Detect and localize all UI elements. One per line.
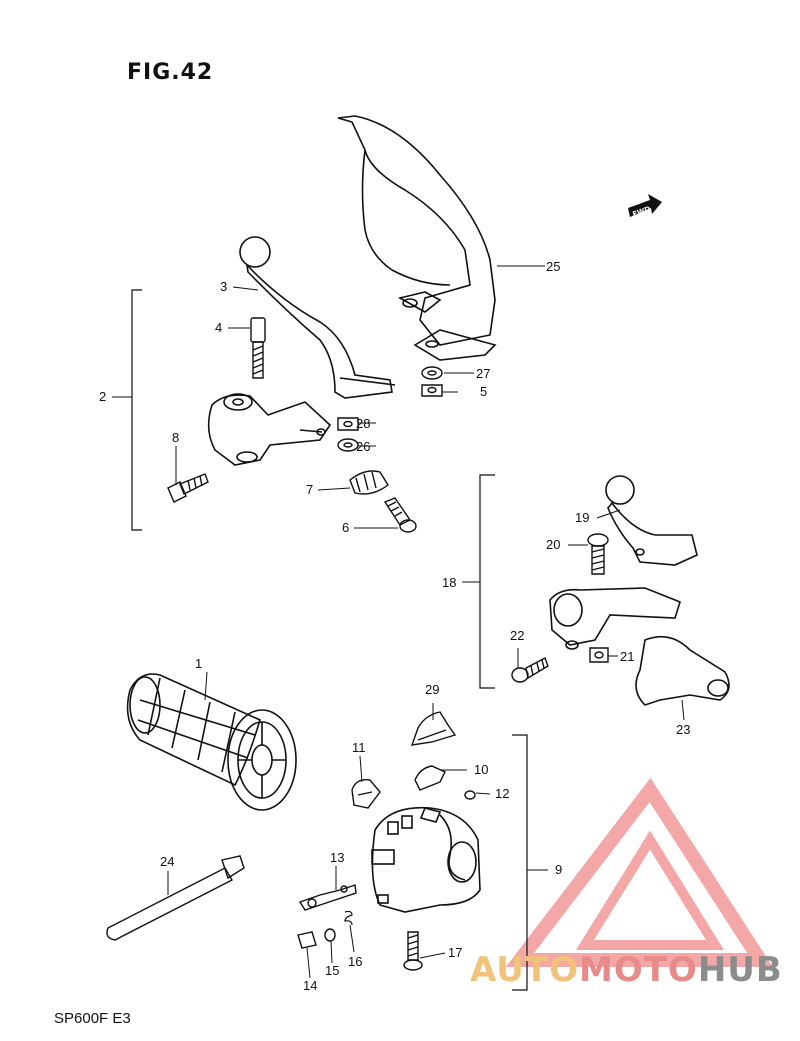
nut-washer-parts	[337, 366, 443, 452]
model-code: SP600F E3	[54, 1010, 131, 1027]
callout-23: 23	[676, 722, 690, 737]
callout-labels: 1 2 3 4 5 6 7 8 9 10 11 12 13 14 15 16 1…	[99, 259, 690, 993]
bracket-9	[512, 734, 528, 991]
callout-16: 16	[348, 954, 362, 969]
leader-lines	[112, 265, 685, 979]
brake-holder-part	[549, 587, 681, 650]
callout-15: 15	[325, 963, 339, 978]
nut-21-part	[589, 647, 609, 663]
callout-7: 7	[306, 482, 313, 497]
callout-6: 6	[342, 520, 349, 535]
callout-21: 21	[620, 649, 634, 664]
figure-title: FIG.42	[127, 60, 214, 85]
callout-1: 1	[195, 656, 202, 671]
hand-guard-part	[337, 115, 497, 361]
watermark-text: AUTOMOTOHUB	[470, 950, 783, 990]
adjuster-screw-part	[383, 497, 417, 533]
callout-11: 11	[352, 740, 366, 755]
callout-14: 14	[303, 978, 317, 993]
cable-strap-part	[106, 855, 245, 941]
callout-27: 27	[476, 366, 490, 381]
switch-housing-part	[371, 806, 481, 913]
ball-15-part	[324, 928, 336, 942]
lever-cover-part	[635, 635, 730, 706]
callout-3: 3	[220, 279, 227, 294]
bracket-18	[479, 474, 495, 689]
watermark-moto: MOTO	[578, 950, 698, 990]
screw-17-part	[403, 931, 423, 971]
switch-knob-11-part	[351, 779, 381, 809]
callout-12: 12	[495, 786, 509, 801]
callout-8: 8	[172, 430, 179, 445]
callout-24: 24	[160, 854, 174, 869]
clutch-lever-part	[239, 236, 396, 399]
callout-5: 5	[480, 384, 487, 399]
callout-26: 26	[356, 439, 370, 454]
spring-16-part	[344, 910, 353, 926]
adjuster-part	[349, 470, 389, 495]
watermark-auto: AUTO	[470, 950, 579, 990]
lever-holder-part	[207, 393, 332, 466]
callout-20: 20	[546, 537, 560, 552]
callout-19: 19	[575, 510, 589, 525]
pivot-bolt-part	[250, 317, 266, 379]
callout-10: 10	[474, 762, 488, 777]
handlebar-grip-part	[126, 673, 297, 811]
callout-25: 25	[546, 259, 560, 274]
front-brake-lever-part	[605, 475, 698, 566]
callout-4: 4	[215, 320, 222, 335]
callout-29: 29	[425, 682, 439, 697]
callout-13: 13	[330, 850, 344, 865]
watermark-triangle	[505, 777, 773, 967]
callout-28: 28	[356, 416, 370, 431]
callout-18: 18	[442, 575, 456, 590]
bracket-2	[131, 289, 142, 531]
switch-knob-29-part	[410, 711, 457, 746]
fwd-direction-badge: FWD	[628, 194, 662, 219]
callout-2: 2	[99, 389, 106, 404]
bolt-22-part	[511, 657, 549, 683]
watermark-hub: HUB	[697, 950, 783, 990]
switch-knob-10-part	[414, 765, 446, 791]
contact-14-part	[297, 931, 317, 949]
callout-9: 9	[555, 862, 562, 877]
clamp-bolt-part	[167, 473, 209, 503]
contact-plate-13-part	[298, 884, 357, 911]
callout-17: 17	[448, 945, 462, 960]
screw-12-part	[464, 790, 476, 800]
brake-pivot-bolt-part	[587, 533, 609, 575]
callout-22: 22	[510, 628, 524, 643]
